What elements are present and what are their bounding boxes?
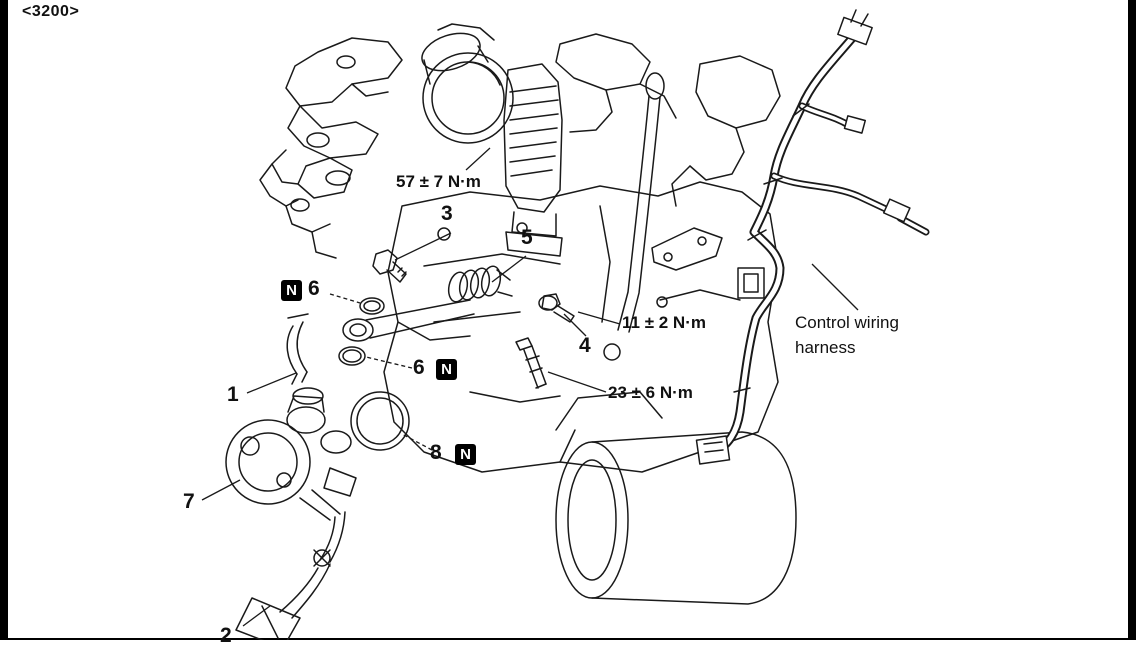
dipstick-art — [617, 72, 665, 333]
torque-spec-pipe-bolt: 23 ± 6 N·m — [608, 383, 693, 402]
non-reusable-icon: N — [455, 444, 476, 465]
callout-8: 8 — [430, 441, 442, 464]
o-ring-8-art — [350, 391, 410, 451]
wiring-harness-art — [695, 9, 930, 465]
bolt-4-art — [538, 293, 575, 323]
throttle-body-art — [421, 23, 514, 144]
callout-6-upper: 6 — [308, 277, 320, 300]
air-duct-art — [555, 33, 677, 133]
right-letterbox-bar — [1128, 0, 1136, 640]
lower-hose-art — [235, 563, 331, 640]
leader-lines — [201, 147, 859, 627]
callout-7: 7 — [183, 490, 195, 513]
torque-spec-throttle: 57 ± 7 N·m — [396, 172, 481, 191]
cylinder-head-art — [259, 37, 403, 259]
hose-art — [286, 313, 309, 385]
left-letterbox-bar — [0, 0, 8, 640]
non-reusable-icon: N — [281, 280, 302, 301]
control-wiring-harness-label: Control wiring harness — [795, 313, 899, 357]
callout-6-lower: 6 — [413, 356, 425, 379]
bottom-page-edge — [0, 638, 1136, 640]
callout-3: 3 — [441, 202, 453, 225]
torque-spec-sensor-bolt: 11 ± 2 N·m — [622, 313, 706, 332]
intake-riser-art — [503, 63, 563, 257]
non-reusable-icon: N — [436, 359, 457, 380]
starter-housing-art — [555, 391, 797, 605]
callout-5: 5 — [521, 226, 533, 249]
engine-line-art — [225, 23, 797, 640]
pipe-and-orings-art — [338, 265, 513, 366]
callout-2: 2 — [220, 624, 232, 647]
model-code-header: <3200> — [22, 3, 80, 20]
bracket-art — [651, 227, 723, 271]
vacuum-pump-art — [225, 387, 357, 567]
upper-right-block-art — [671, 55, 781, 207]
long-bolt-art — [515, 337, 547, 389]
callout-1: 1 — [227, 383, 239, 406]
callout-4: 4 — [579, 334, 591, 357]
bolt-3-art — [372, 249, 407, 283]
